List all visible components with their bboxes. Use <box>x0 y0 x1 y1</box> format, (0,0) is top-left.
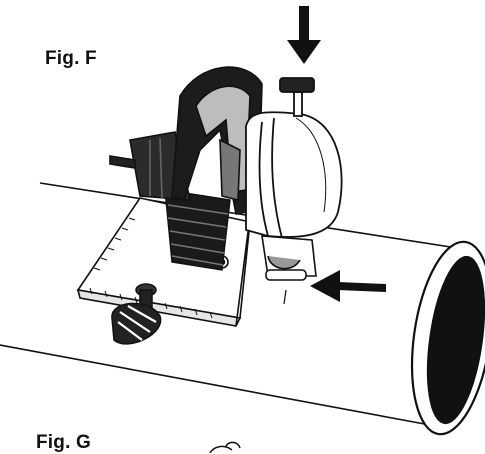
pipe <box>0 182 485 436</box>
figure-g-label: Fig. G <box>36 432 92 453</box>
down-arrow-icon <box>287 6 321 64</box>
figure-g-partial <box>209 441 241 453</box>
left-arrow-icon <box>310 270 386 302</box>
figure-f-label: Fig. F <box>45 48 97 69</box>
lower-clamp <box>261 235 317 305</box>
blade-guard <box>245 77 343 239</box>
clamp-knob <box>111 283 162 345</box>
ruler-scale <box>89 217 213 319</box>
bellows-column <box>164 189 231 271</box>
main-handle <box>171 66 263 215</box>
